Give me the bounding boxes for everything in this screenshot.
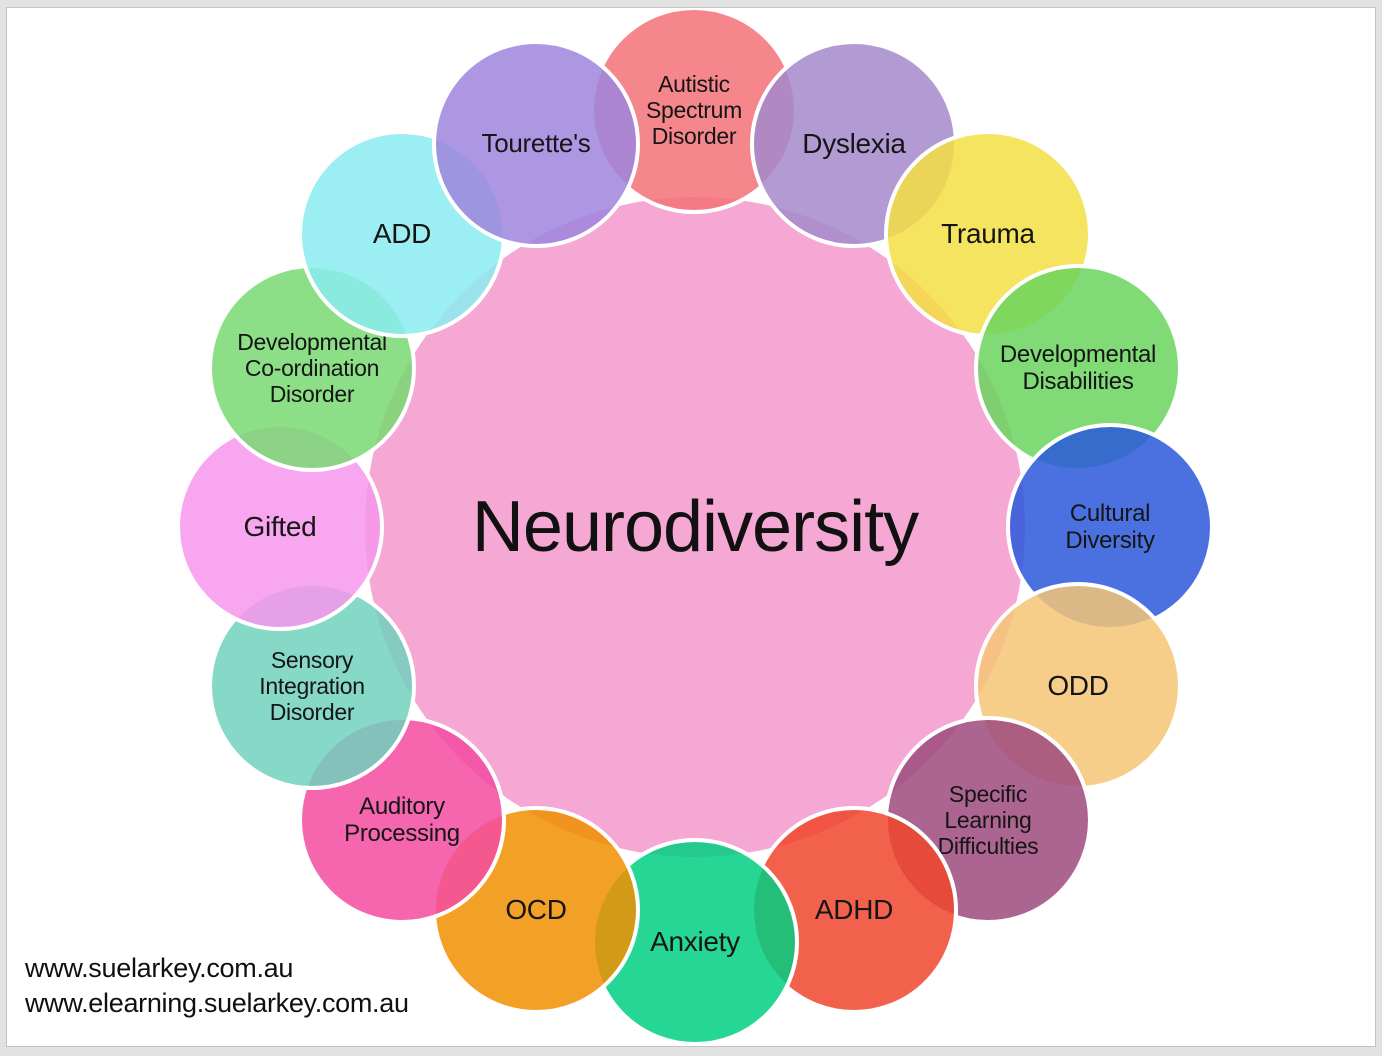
- slide-canvas: Neurodiversity www.suelarkey.com.au www.…: [6, 7, 1376, 1047]
- footer-url-2: www.elearning.suelarkey.com.au: [25, 987, 409, 1018]
- circle-label-trauma: Trauma: [941, 218, 1035, 250]
- circle-label-cultural-diversity: Cultural Diversity: [1065, 499, 1155, 554]
- circle-label-gifted: Gifted: [243, 511, 317, 543]
- circle-label-dyslexia: Dyslexia: [802, 128, 906, 160]
- diagram-title: Neurodiversity: [471, 487, 919, 567]
- circle-label-sensory-integration-disorder: Sensory Integration Disorder: [259, 647, 365, 725]
- footer-links: www.suelarkey.com.au www.elearning.suela…: [25, 951, 409, 1020]
- circle-label-developmental-co-ordination-disorder: Developmental Co-ordination Disorder: [237, 329, 387, 407]
- neurodiversity-diagram: Neurodiversity www.suelarkey.com.au www.…: [7, 8, 1375, 1046]
- circle-label-adhd: ADHD: [814, 894, 894, 926]
- circle-label-odd: ODD: [1047, 670, 1109, 702]
- circle-label-add: ADD: [372, 218, 432, 250]
- circle-label-autistic-spectrum-disorder: Autistic Spectrum Disorder: [645, 71, 743, 149]
- circle-label-ocd: OCD: [505, 894, 567, 926]
- circle-label-specific-learning-difficulties: Specific Learning Difficulties: [937, 781, 1039, 859]
- circle-label-developmental-disabilities: Developmental Disabilities: [999, 340, 1157, 395]
- circle-label-tourettes: Tourette's: [481, 128, 591, 159]
- circle-tourettes: Tourette's: [432, 40, 640, 248]
- circle-label-auditory-processing: Auditory Processing: [344, 792, 460, 847]
- circle-label-anxiety: Anxiety: [650, 926, 740, 958]
- circle-ocd: OCD: [432, 806, 640, 1014]
- footer-url-1: www.suelarkey.com.au: [25, 953, 294, 983]
